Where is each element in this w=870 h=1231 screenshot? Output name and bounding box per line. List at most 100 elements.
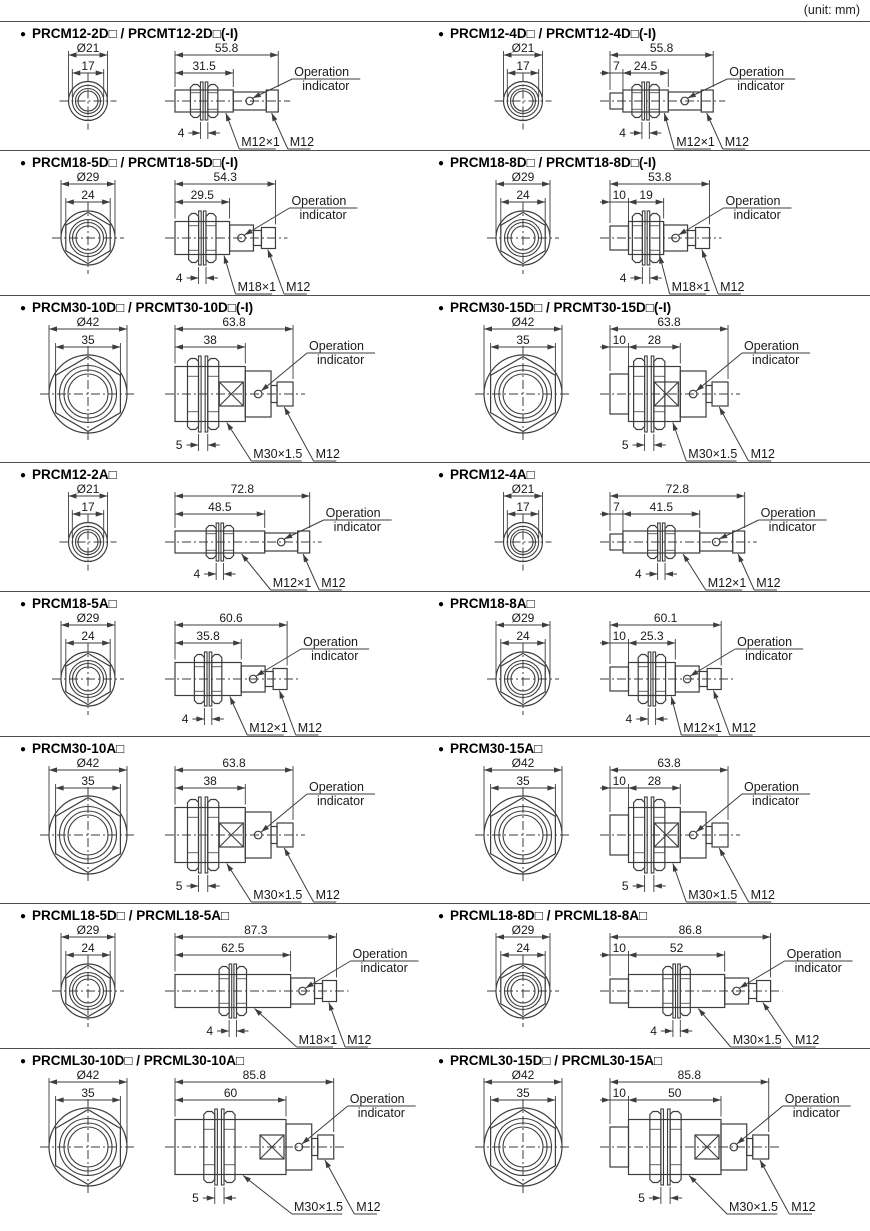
total-length-dim: 63.8 bbox=[222, 757, 246, 770]
arrowhead bbox=[653, 883, 662, 889]
arrowhead bbox=[547, 1097, 556, 1103]
connector-spec-label: M12 bbox=[316, 888, 340, 902]
connector-cap bbox=[317, 1134, 335, 1160]
leader-line bbox=[688, 1175, 728, 1215]
arrowhead bbox=[241, 554, 249, 562]
connector-spec-label: M12 bbox=[751, 888, 775, 902]
arrowhead bbox=[484, 1079, 492, 1085]
line bbox=[653, 822, 679, 848]
arrowhead bbox=[119, 326, 127, 332]
arrowhead bbox=[49, 767, 57, 773]
arrowhead bbox=[175, 1097, 183, 1103]
front-face-dim: 24 bbox=[516, 941, 530, 955]
arrowhead bbox=[175, 1079, 183, 1085]
ring bbox=[71, 84, 105, 118]
thread-spec-label: M12×1 bbox=[708, 576, 747, 590]
front-face-dim: 24 bbox=[81, 188, 95, 202]
operation-indicator-hole bbox=[688, 389, 698, 399]
side-view bbox=[600, 355, 741, 433]
front-face-dim: 24 bbox=[516, 188, 530, 202]
front-face-dim: 17 bbox=[81, 59, 95, 73]
arrowhead bbox=[207, 442, 216, 448]
arrowhead bbox=[672, 785, 681, 791]
operation-indicator-label: indicator bbox=[317, 353, 364, 367]
arrowhead bbox=[119, 1079, 127, 1085]
model-title-row: ●PRCM12-4D□ / PRCMT12-4D□(-I) bbox=[435, 22, 870, 42]
arrowhead bbox=[554, 767, 562, 773]
front-face-dim: 24 bbox=[81, 629, 95, 643]
nut-width-dim: 5 bbox=[622, 438, 629, 452]
arrowhead bbox=[649, 130, 658, 136]
connector-cap bbox=[265, 89, 279, 113]
ring bbox=[75, 666, 101, 692]
outer-circle bbox=[502, 80, 544, 122]
arrowhead bbox=[282, 952, 291, 958]
total-length-dim: 54.3 bbox=[214, 171, 238, 184]
leader-line bbox=[283, 406, 315, 462]
lock-nut bbox=[235, 965, 248, 1017]
arrowhead bbox=[229, 696, 236, 705]
arrowhead bbox=[301, 1136, 310, 1144]
arrowhead bbox=[537, 199, 546, 205]
bullet-icon: ● bbox=[20, 158, 27, 169]
lock-nut bbox=[207, 83, 219, 119]
ring bbox=[498, 369, 548, 419]
thread-length-dim: 24.5 bbox=[634, 59, 658, 73]
side-view bbox=[165, 355, 306, 433]
leader-line bbox=[762, 1002, 794, 1048]
arrowhead bbox=[610, 326, 618, 332]
front-outer-dim: Ø29 bbox=[77, 612, 100, 625]
ring bbox=[63, 810, 113, 860]
arrowhead bbox=[663, 113, 669, 122]
arrowhead bbox=[534, 52, 543, 58]
ring bbox=[68, 218, 108, 258]
connector-spec-label: M12 bbox=[347, 1033, 371, 1047]
arrowhead bbox=[285, 767, 294, 773]
total-length-dim: 85.8 bbox=[243, 1069, 267, 1082]
arrowhead bbox=[175, 181, 183, 187]
arrowhead bbox=[49, 1079, 57, 1085]
outer-circle bbox=[502, 521, 544, 563]
ring bbox=[67, 814, 109, 856]
arrowhead bbox=[672, 422, 678, 431]
arrowhead bbox=[554, 326, 562, 332]
connector-spec-label: M12 bbox=[751, 447, 775, 461]
ring bbox=[506, 525, 540, 559]
arrowhead bbox=[61, 622, 69, 628]
lock-nut bbox=[679, 965, 691, 1017]
leader-line bbox=[255, 648, 302, 677]
outer-circle bbox=[67, 521, 109, 563]
side-view bbox=[600, 522, 757, 562]
operation-indicator-label: indicator bbox=[752, 794, 799, 808]
arrowhead bbox=[633, 130, 642, 136]
arrowhead bbox=[500, 952, 509, 958]
arrowhead bbox=[244, 228, 253, 235]
arrowhead bbox=[672, 344, 681, 350]
outer-circle bbox=[495, 963, 551, 1019]
thread-length-dim: 52 bbox=[670, 941, 684, 955]
arrowhead bbox=[739, 981, 748, 988]
thread-spec-label: M30×1.5 bbox=[729, 1200, 778, 1214]
thread-length-dim: 38 bbox=[203, 333, 217, 347]
arrowhead bbox=[175, 622, 183, 628]
total-length-dim: 72.8 bbox=[666, 483, 690, 496]
operation-indicator-hole bbox=[729, 1142, 739, 1152]
lock-nut bbox=[187, 212, 200, 264]
leader-line bbox=[260, 793, 308, 833]
bullet-icon: ● bbox=[20, 29, 27, 40]
